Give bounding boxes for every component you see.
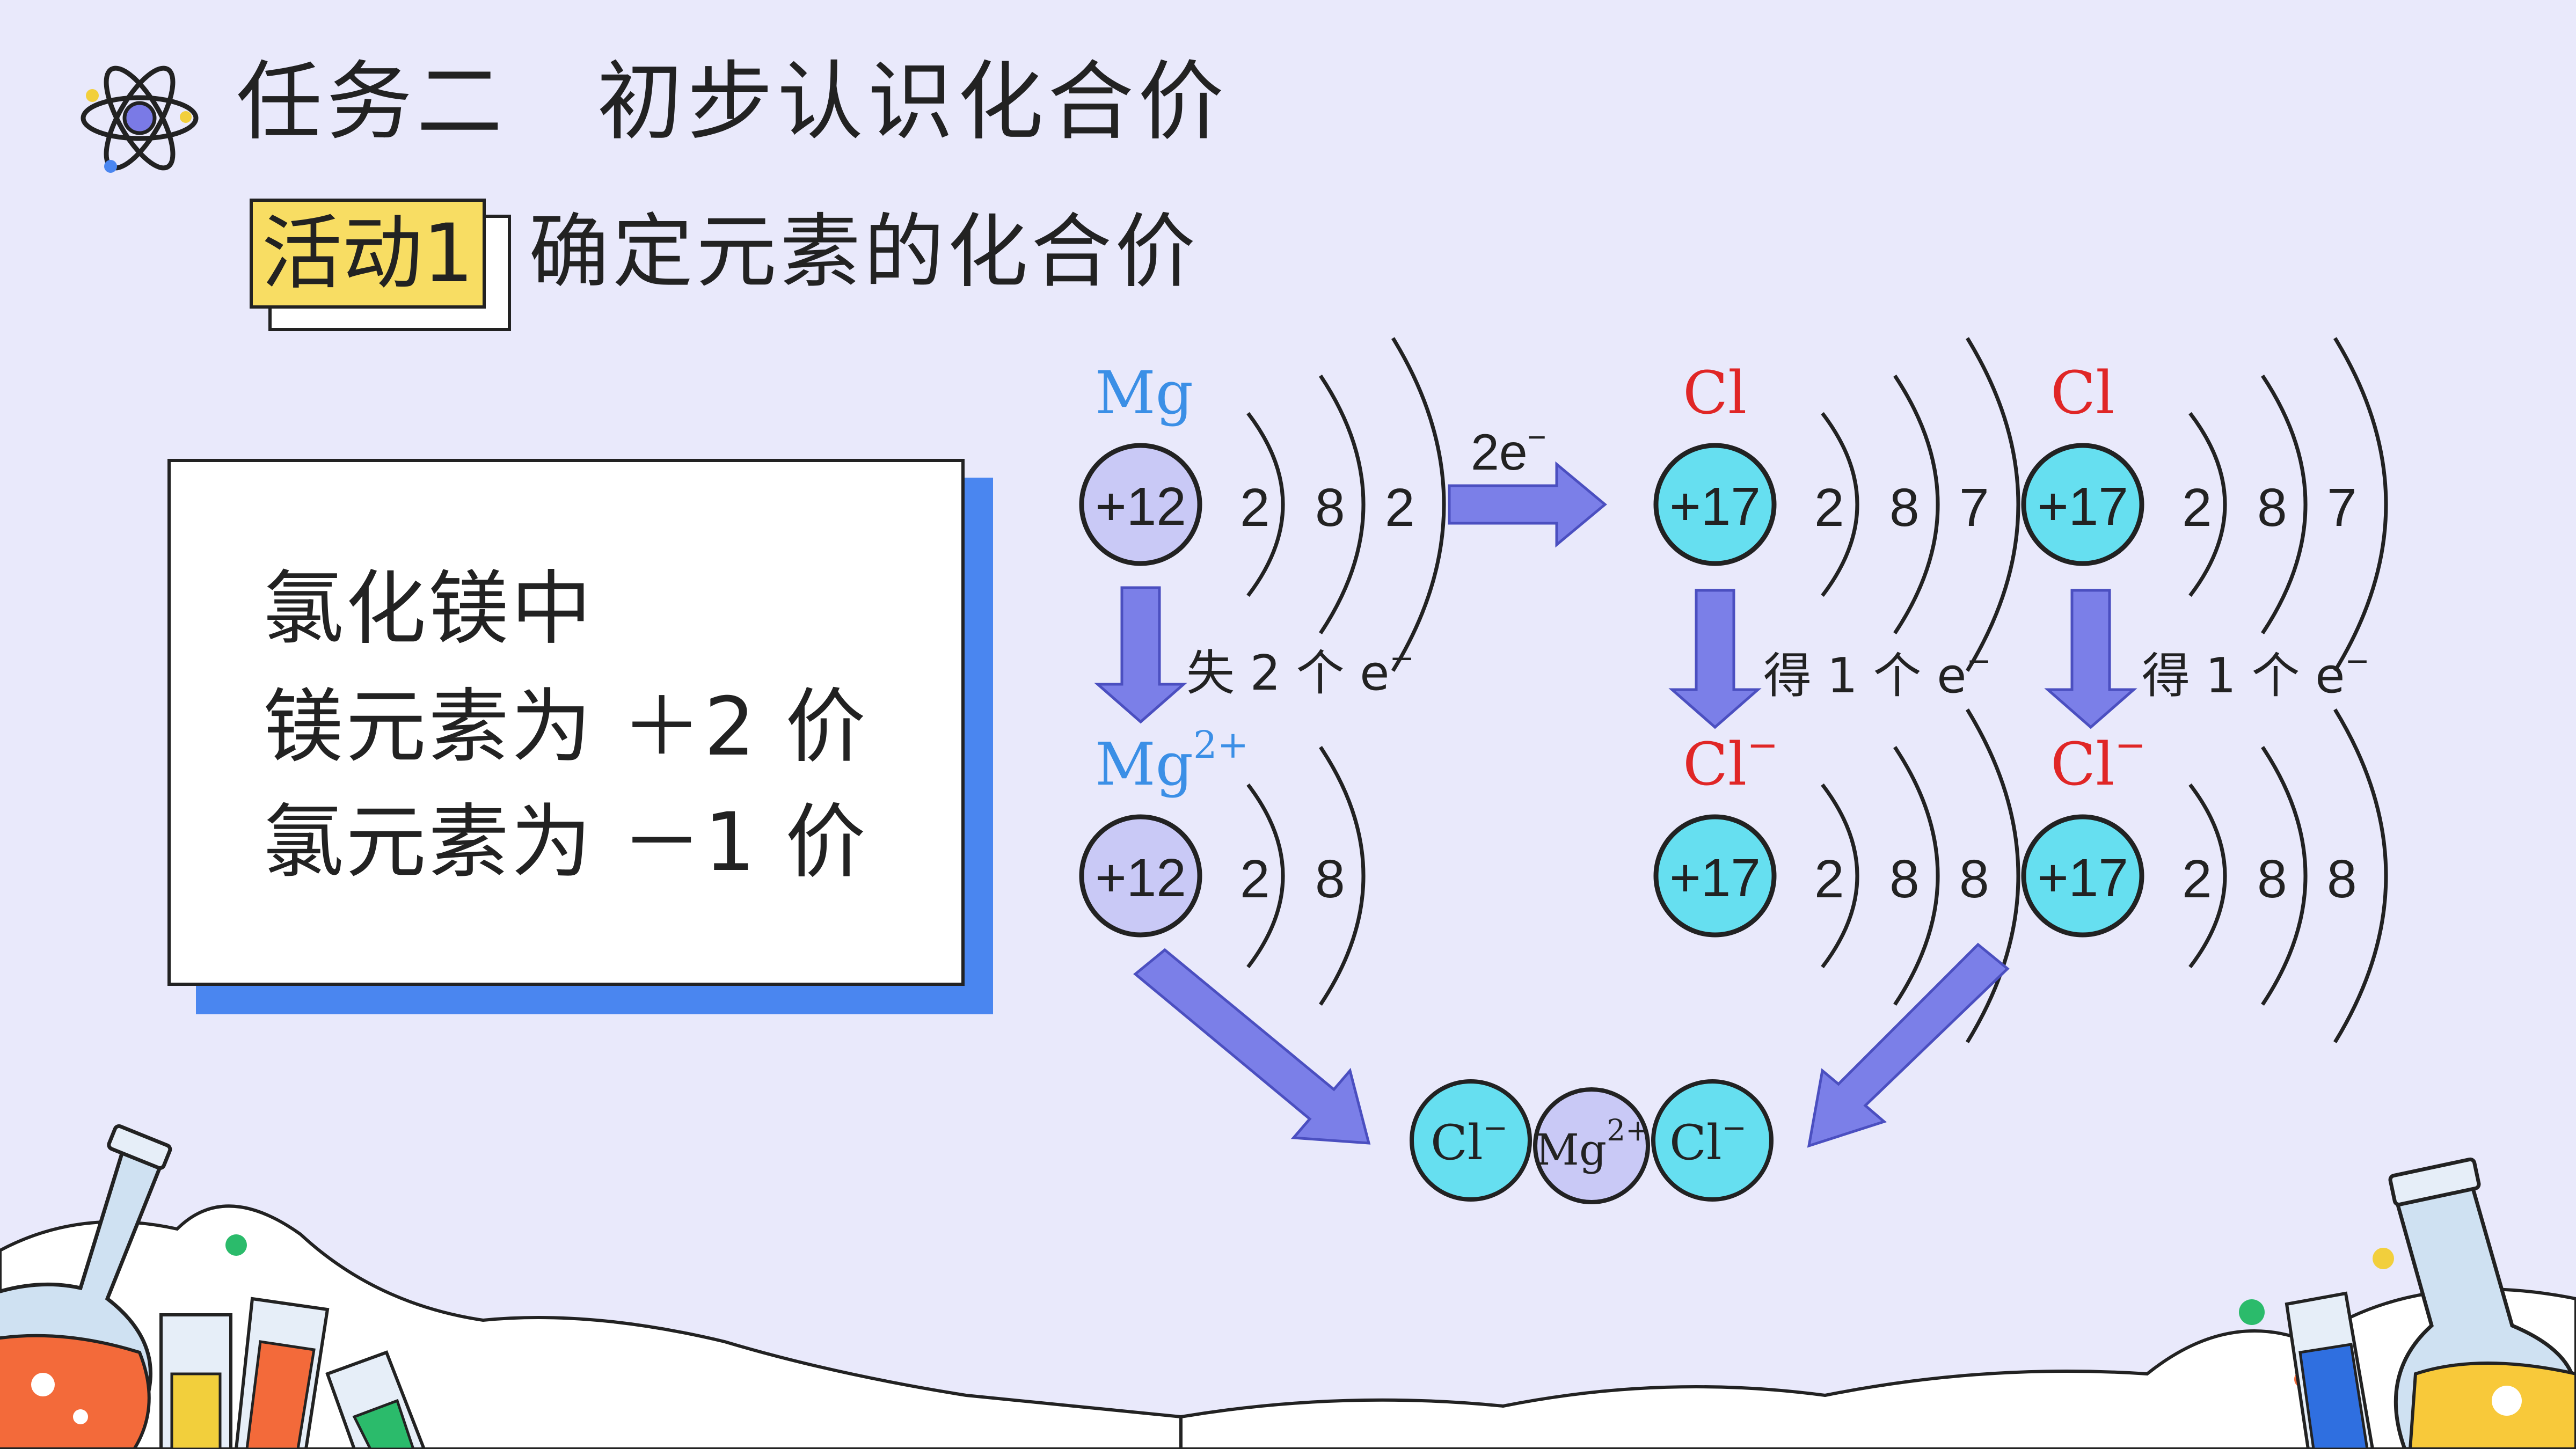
- cl-ion-1-shell-3: 8: [1959, 849, 1989, 909]
- cl-ion-2-nucleus: [2021, 814, 2144, 938]
- gain-arrow-1: 得 1 个 e−: [1668, 589, 1991, 729]
- compound-mgcl2: Cl− Mg2+ Cl−: [1410, 1079, 1774, 1204]
- cl-atom-2-nucleus: [2021, 443, 2144, 566]
- summary-line-2: 镁元素为 ＋2 价: [263, 680, 868, 774]
- cl-atom-2-symbol: Cl: [2050, 358, 2114, 427]
- cl-ion-2-shell-3: 8: [2327, 849, 2357, 909]
- summary-line-1: 氯化镁中: [263, 562, 594, 656]
- mg-atom-nucleus-label: +12: [1095, 477, 1186, 537]
- cl-ion-2-shell-1: 2: [2182, 849, 2212, 909]
- mg-ion: Mg2+ +12 2 8: [1079, 723, 1363, 1005]
- cl-ion-2-symbol: Cl−: [2050, 723, 2146, 799]
- combine-arrow-right: [1807, 942, 2010, 1148]
- cl-atom-2-shell-3: 7: [2327, 478, 2357, 538]
- compound-cl-left-label: Cl−: [1431, 1110, 1508, 1171]
- mg-atom-symbol: Mg: [1095, 358, 1193, 427]
- cl-atom-2: Cl +17 2 8 7: [2021, 338, 2386, 671]
- flask-left-icon: [0, 1124, 426, 1449]
- cl-atom-2-nucleus-label: +17: [2037, 477, 2128, 537]
- flask-right-icon: [2285, 1157, 2576, 1449]
- cl-ion-1-nucleus: [1653, 814, 1777, 938]
- cl-atom-1-shell-2: 8: [1889, 478, 1920, 538]
- cl-ion-2: Cl− +17 2 8 8: [2021, 709, 2386, 1042]
- cl-atom-1-shell-1: 2: [1814, 478, 1844, 538]
- gain-label-1: 得 1 个 e−: [1763, 643, 1991, 704]
- atom-logo-icon: [81, 65, 199, 173]
- gain-label-2: 得 1 个 e−: [2142, 643, 2370, 704]
- compound-mg-label: Mg2+: [1535, 1113, 1650, 1175]
- gain-arrow-2: 得 1 个 e−: [2044, 589, 2370, 729]
- mg-atom: Mg +12 2 8 2: [1079, 338, 1444, 671]
- bottom-cloud-decoration: [0, 1204, 2576, 1449]
- mg-ion-nucleus-label: +12: [1095, 848, 1186, 908]
- cl-ion-2-shell-2: 8: [2257, 849, 2287, 909]
- cl-atom-1-nucleus: [1653, 443, 1777, 566]
- lose-label: 失 2 个 e−: [1186, 641, 1414, 701]
- mg-atom-shell-2: 8: [1315, 478, 1345, 538]
- page-title: 任务二 初步认识化合价: [236, 52, 1229, 152]
- compound-cl-right-label: Cl−: [1669, 1110, 1747, 1171]
- cl-ion-1-shell-1: 2: [1814, 849, 1844, 909]
- mg-ion-nucleus: [1079, 814, 1202, 938]
- mg-atom-shell-1: 2: [1240, 478, 1270, 538]
- summary-line-3: 氯元素为 －1 价: [263, 796, 868, 889]
- cl-atom-2-shell-1: 2: [2182, 478, 2212, 538]
- activity-title: 确定元素的化合价: [529, 206, 1199, 299]
- mg-ion-shell-2: 8: [1315, 849, 1345, 909]
- cl-atom-1: Cl +17 2 8 7: [1653, 338, 2018, 671]
- cl-ion-1-shell-2: 8: [1889, 849, 1920, 909]
- lose-arrow: 失 2 个 e−: [1094, 586, 1414, 724]
- transfer-arrow: 2e−: [1448, 419, 1607, 548]
- combine-arrow-left: [1133, 948, 1371, 1145]
- cl-ion-1-symbol: Cl−: [1683, 723, 1778, 799]
- activity-badge: 活动1: [250, 199, 486, 309]
- cl-atom-1-shell-3: 7: [1959, 478, 1989, 538]
- mg-atom-shell-3: 2: [1385, 478, 1415, 538]
- cl-atom-1-nucleus-label: +17: [1669, 477, 1761, 537]
- compound-mg-center: [1533, 1087, 1650, 1204]
- mg-atom-nucleus: [1079, 443, 1202, 566]
- cl-ion-2-nucleus-label: +17: [2037, 848, 2128, 908]
- cl-atom-1-symbol: Cl: [1683, 358, 1747, 427]
- mg-ion-symbol: Mg2+: [1095, 723, 1249, 799]
- summary-card: [167, 459, 965, 986]
- compound-cl-left: [1410, 1079, 1532, 1202]
- cl-atom-2-shell-2: 8: [2257, 478, 2287, 538]
- cl-ion-1: Cl− +17 2 8 8: [1653, 709, 2018, 1042]
- cl-ion-1-nucleus-label: +17: [1669, 848, 1761, 908]
- compound-cl-right: [1651, 1079, 1774, 1202]
- mg-ion-shell-1: 2: [1240, 849, 1270, 909]
- transfer-label: 2e−: [1471, 419, 1546, 481]
